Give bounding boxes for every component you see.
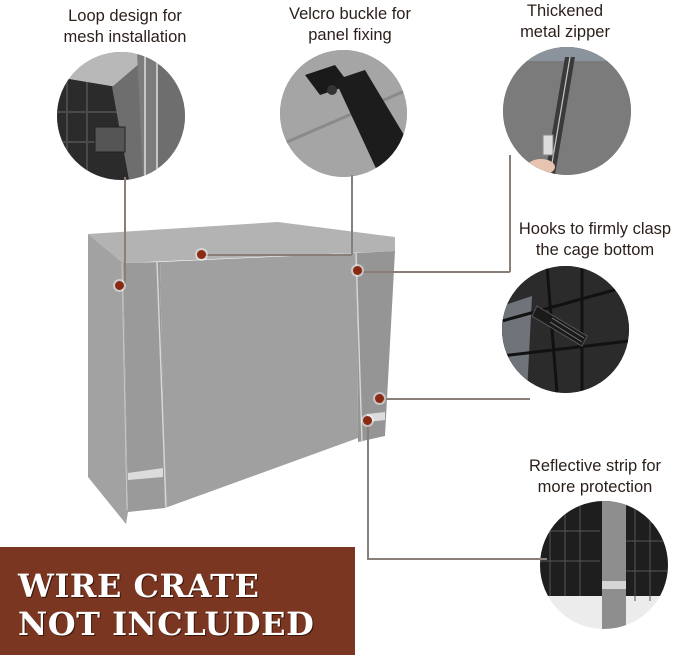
callout-dot-velcro: [197, 250, 206, 259]
label-line: Hooks to firmly clasp: [518, 220, 672, 238]
hook-closeup-icon: [502, 266, 629, 393]
not-included-banner: WIRE CRATE NOT INCLUDED: [0, 547, 355, 655]
leader-line-zipper: [509, 155, 511, 272]
label-loop-design: Loop design for mesh installation: [30, 6, 220, 48]
zipper-closeup-icon: [503, 47, 631, 175]
banner-line-1: WIRE CRATE: [18, 567, 260, 605]
label-line: metal zipper: [520, 23, 610, 41]
mesh-loop-closeup-icon: [57, 52, 185, 180]
label-line: panel fixing: [308, 26, 392, 44]
callout-dot-zipper: [353, 266, 362, 275]
callout-dot-reflective: [363, 416, 372, 425]
callout-dot-loop: [115, 281, 124, 290]
label-line: mesh installation: [63, 28, 187, 46]
banner-line-2: NOT INCLUDED: [18, 605, 315, 643]
leader-line-reflective-v: [367, 420, 369, 558]
label-reflective-strip: Reflective strip for more protection: [510, 456, 679, 498]
leader-line-reflective-h: [367, 558, 547, 560]
leader-line-loop: [124, 177, 126, 284]
label-velcro-buckle: Velcro buckle for panel fixing: [255, 4, 445, 46]
leader-line-hooks: [380, 398, 530, 400]
label-line: Thickened: [526, 2, 604, 20]
label-line: more protection: [537, 478, 653, 496]
banner-text: WIRE CRATE NOT INCLUDED: [18, 567, 314, 643]
label-line: Reflective strip for: [528, 457, 662, 475]
leader-line-velcro: [351, 175, 353, 255]
label-line: Loop design for: [68, 7, 182, 25]
reflective-strip-closeup-icon: [540, 501, 668, 629]
label-line: Velcro buckle for: [289, 5, 411, 23]
label-hooks: Hooks to firmly clasp the cage bottom: [500, 219, 679, 261]
leader-line-velcro-h: [201, 254, 352, 256]
label-metal-zipper: Thickened metal zipper: [480, 1, 650, 43]
callout-dot-hooks: [375, 394, 384, 403]
label-line: the cage bottom: [535, 241, 655, 259]
leader-line-zipper-h: [358, 271, 510, 273]
velcro-strap-closeup-icon: [280, 50, 407, 177]
